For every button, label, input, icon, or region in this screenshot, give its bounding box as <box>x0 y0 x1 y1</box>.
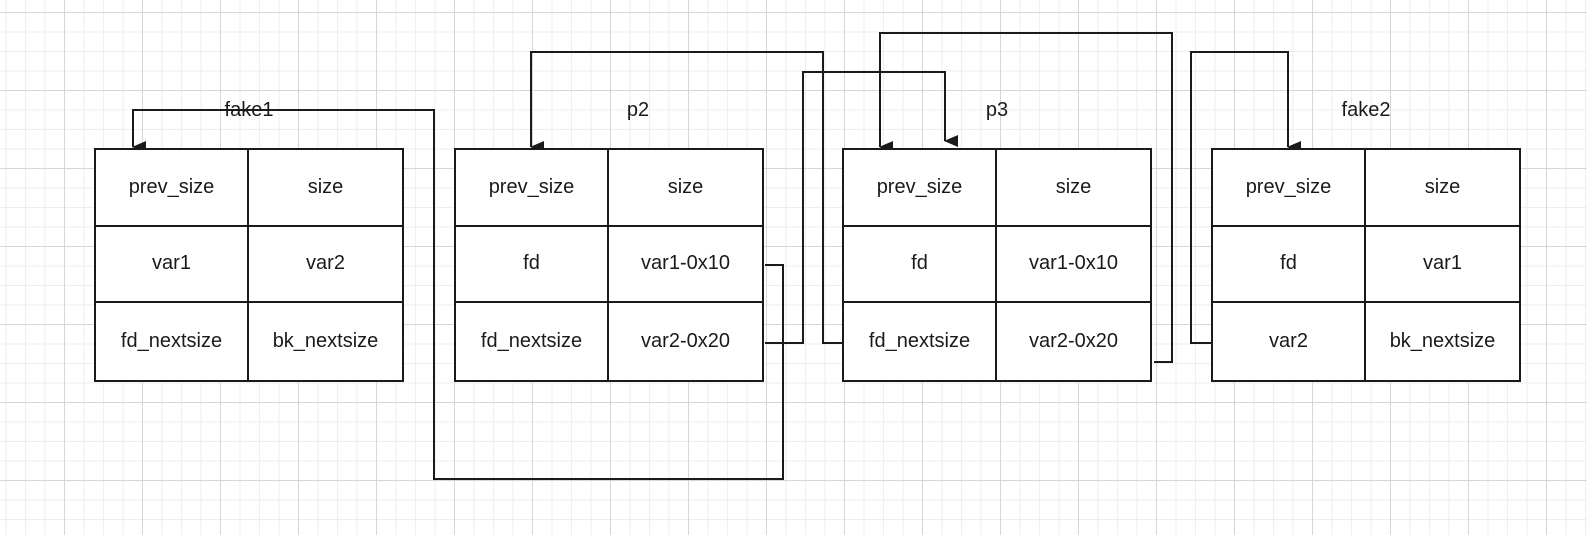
chunk-p3: prev_size size fd var1-0x10 fd_nextsize … <box>842 148 1152 382</box>
field-fd-nextsize: fd_nextsize <box>96 303 249 380</box>
field-bk-nextsize: var2-0x20 <box>1029 330 1118 353</box>
field-prev-size: prev_size <box>456 150 609 227</box>
arrow-p3-fdnext-to-p2 <box>530 51 842 344</box>
chunk-title-p3: p3 <box>985 99 1009 121</box>
arrow-fake2-var2-to-fake2 <box>1190 51 1301 344</box>
arrow-p3-bk-to-p3 <box>879 32 1173 363</box>
field-fd: fd <box>456 226 609 304</box>
field-size: size <box>1366 150 1519 227</box>
field-prev-size: prev_size <box>1213 150 1366 227</box>
chunk-fake1: prev_size size var1 var2 fd_nextsize bk_… <box>94 148 404 382</box>
field-bk: var2 <box>249 227 402 304</box>
field-bk: var1-0x10 <box>997 227 1150 304</box>
field-bk: var1-0x10 <box>609 227 762 304</box>
field-fd: var1 <box>96 226 249 304</box>
field-bk-nextsize: var2-0x20 <box>641 330 730 353</box>
field-fd-nextsize: fd_nextsize <box>844 303 997 380</box>
chunk-title-fake1: fake1 <box>224 99 274 121</box>
field-size: size <box>997 150 1150 227</box>
chunk-title-fake2: fake2 <box>1341 99 1391 121</box>
arrow-p2-bk-to-p3 <box>765 71 958 344</box>
chunk-fake2: prev_size size fd var1 var2 bk_nextsize <box>1211 148 1521 382</box>
field-bk-nextsize: bk_nextsize <box>1389 330 1496 353</box>
field-prev-size: prev_size <box>844 150 997 227</box>
arrow-p2-fd-to-fake1 <box>132 109 784 480</box>
chunk-p2: prev_size size fd var1-0x10 fd_nextsize … <box>454 148 764 382</box>
field-fd-nextsize: fd_nextsize <box>456 303 609 380</box>
field-fd: fd <box>1213 226 1366 304</box>
field-fd: fd <box>844 226 997 304</box>
field-bk: var1 <box>1366 227 1519 304</box>
field-fd-nextsize: var2 <box>1213 303 1366 380</box>
chunk-title-p2: p2 <box>626 99 650 121</box>
field-size: size <box>249 150 402 227</box>
field-size: size <box>609 150 762 227</box>
field-bk-nextsize: bk_nextsize <box>272 330 379 353</box>
field-prev-size: prev_size <box>96 150 249 227</box>
